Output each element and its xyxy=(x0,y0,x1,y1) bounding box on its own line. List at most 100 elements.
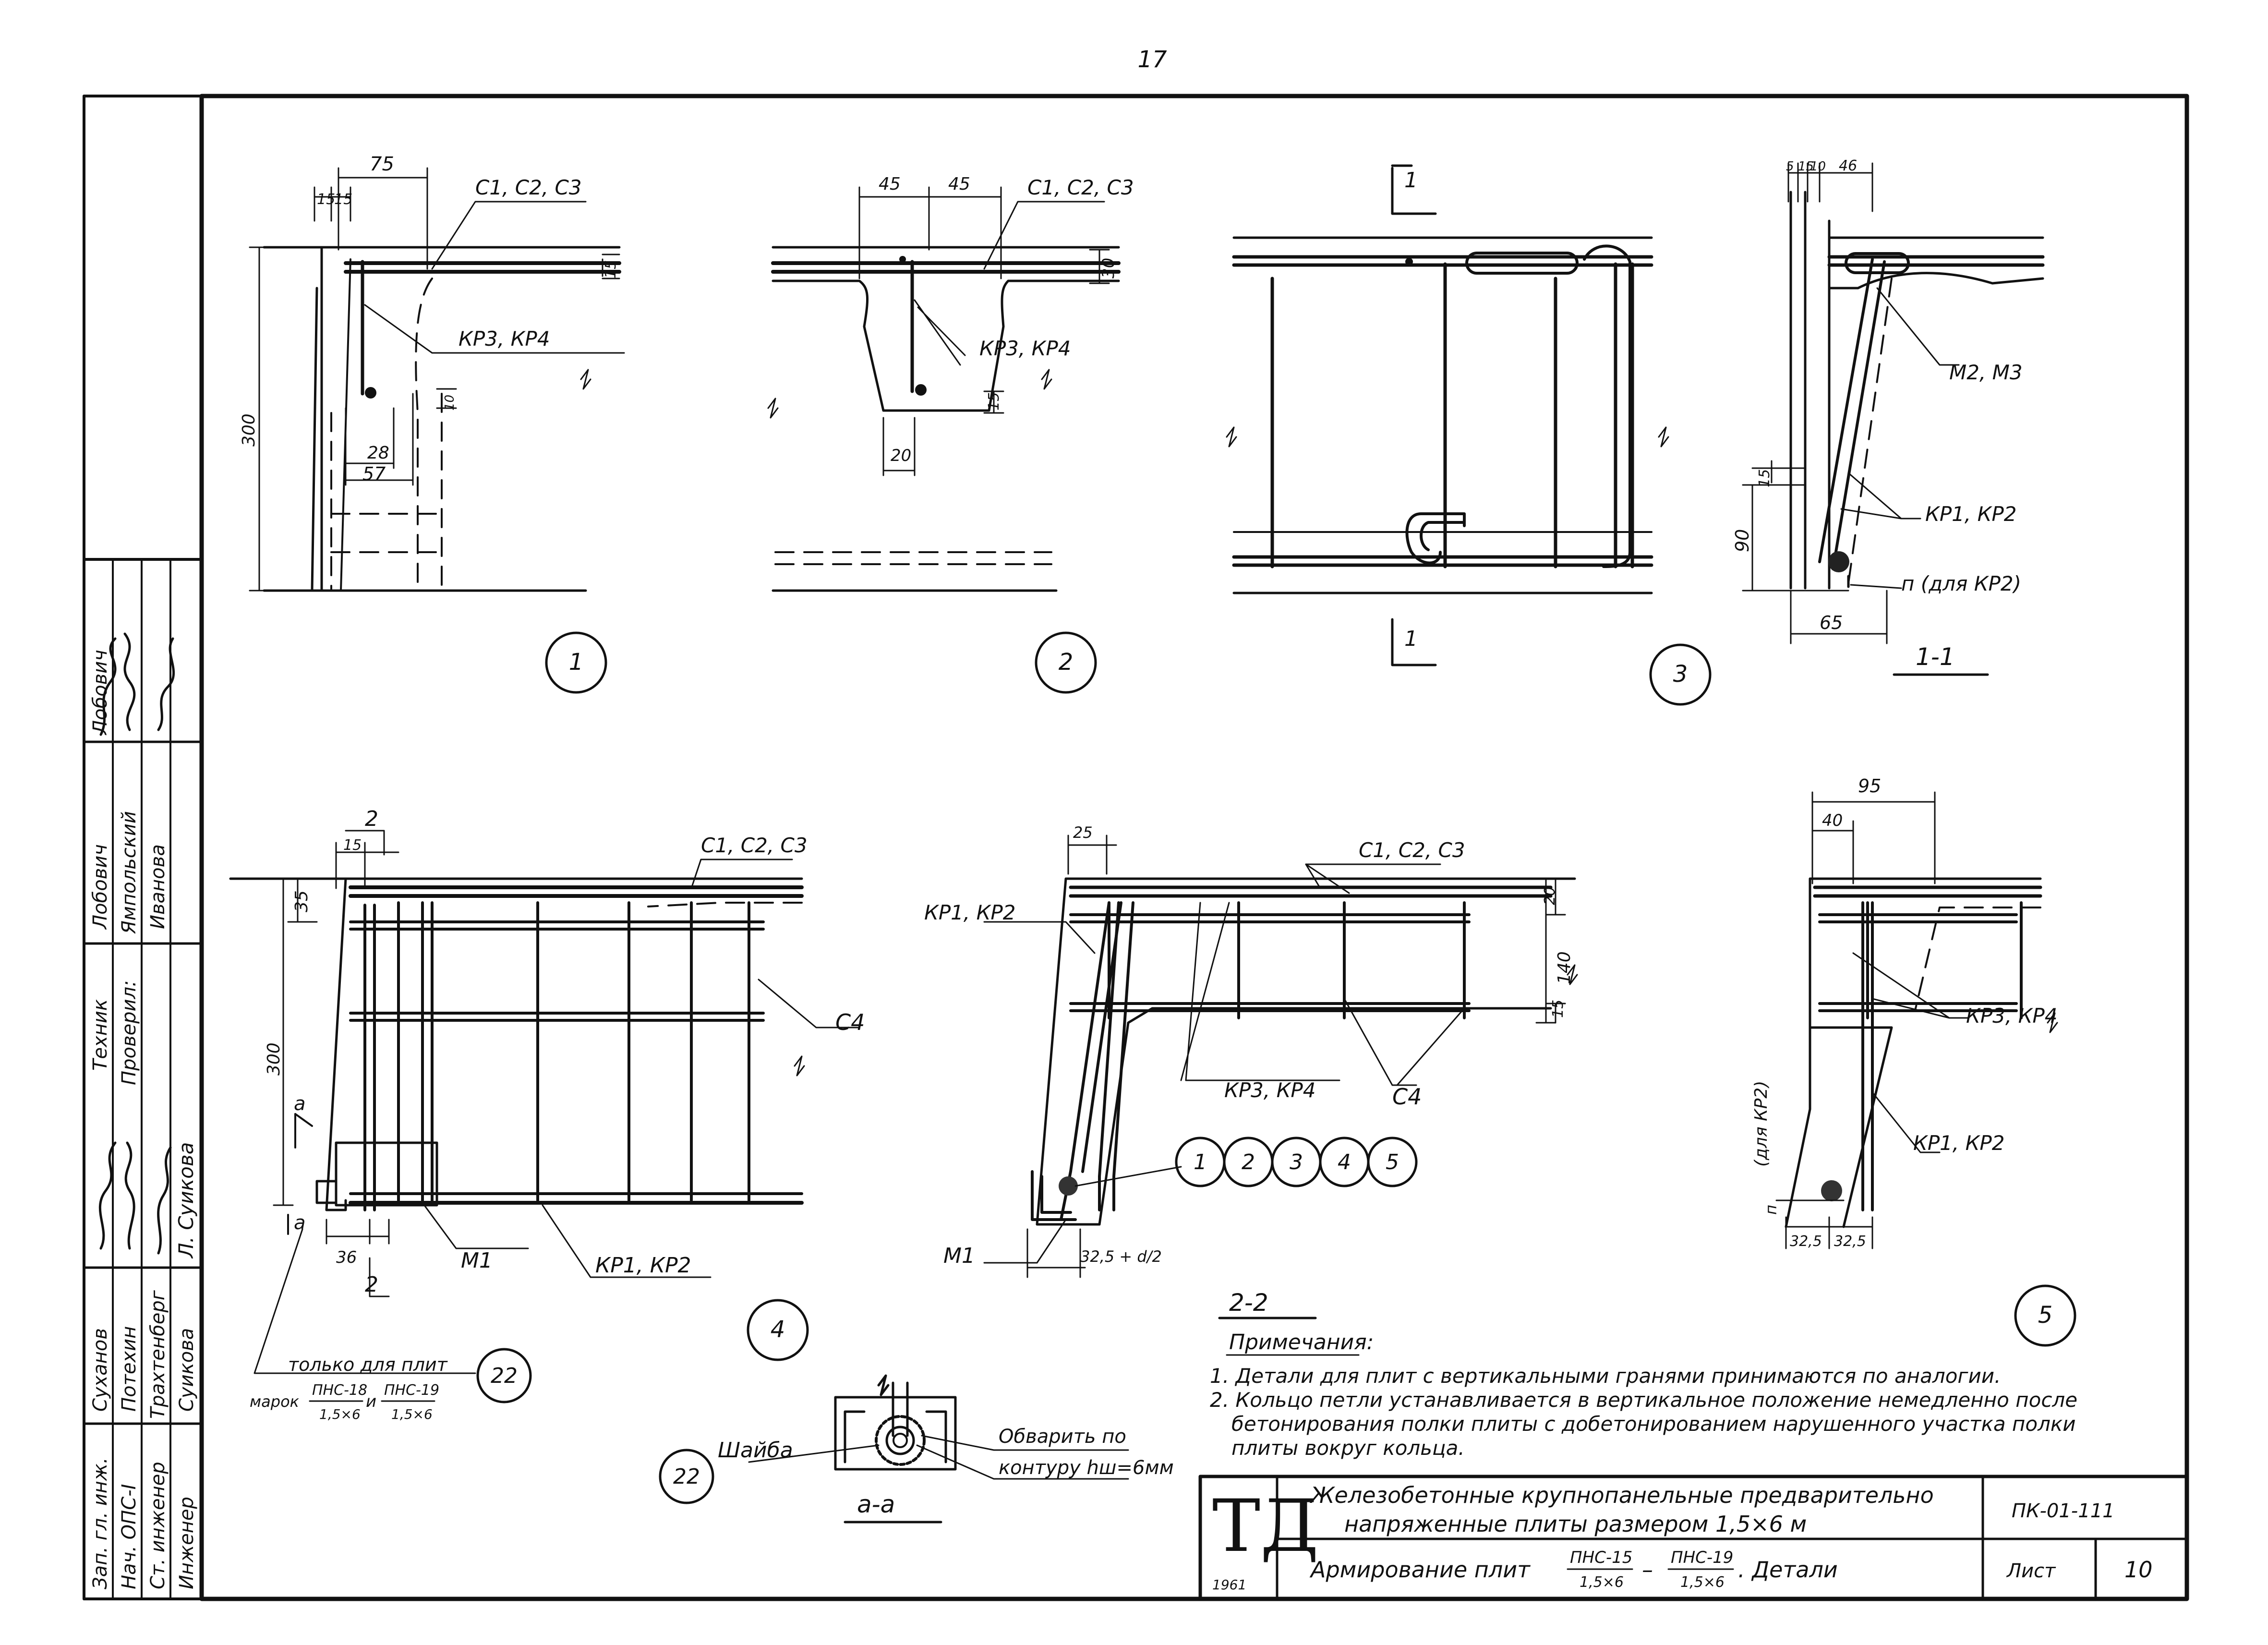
stamp-sign: Л. Суикова xyxy=(174,1142,198,1259)
dim-325b: 32,5 xyxy=(1834,1233,1866,1250)
stamp-role: Нач. ОПС-I xyxy=(118,1484,140,1589)
dim-5: 5 xyxy=(1786,159,1794,174)
stamp-role: Зап. гл. инж. xyxy=(89,1457,111,1589)
callout-circle xyxy=(659,1449,714,1504)
section-title: 1-1 xyxy=(1916,643,1955,671)
stamp-row-4: Инженер Суикова Л. Суикова xyxy=(174,1142,198,1589)
section-mark-top: 1 xyxy=(1404,168,1418,193)
note-2: 2. Кольцо петли устанавливается в вертик… xyxy=(1210,1388,2077,1412)
dim-46: 46 xyxy=(1839,157,1857,174)
stamp-name: Ямпольский xyxy=(118,811,140,934)
dim-65: 65 xyxy=(1820,612,1843,633)
detail-number: 3 xyxy=(1673,661,1688,688)
dim-25: 25 xyxy=(1073,823,1093,842)
dim-15a: 15 xyxy=(317,191,335,208)
notes-block: Примечания: 1. Детали для плит с вертика… xyxy=(1210,1330,2077,1460)
label-c4: С4 xyxy=(1392,1084,1422,1110)
stamp-role: Техник xyxy=(89,999,111,1071)
note-2-cont-a: бетонирования полки плиты с добетонирова… xyxy=(1231,1412,2076,1436)
dim-90: 90 xyxy=(1732,529,1753,552)
callout-2: 2 xyxy=(1242,1150,1255,1174)
label-kr1kr2: КР1, КР2 xyxy=(924,901,1015,924)
label-kr3kr4: КР3, КР4 xyxy=(458,327,550,351)
only-for-text: только для плит xyxy=(288,1354,448,1375)
dim-40: 40 xyxy=(1822,811,1843,830)
dim-28: 28 xyxy=(367,443,389,463)
detail-1: 75 15 15 15 300 28 57 10 С1, С2, С3 КР3,… xyxy=(239,153,625,694)
subtitle-suffix: . Детали xyxy=(1738,1557,1838,1583)
label-weld: Обварить по xyxy=(999,1426,1126,1448)
sheet-number: 10 xyxy=(2124,1557,2153,1583)
logo: ТД xyxy=(1212,1485,1319,1568)
dim-30: 30 xyxy=(1099,258,1118,278)
label-n-for-kr2: п (для КР2) xyxy=(1901,572,2021,595)
label-c1c2c3: С1, С2, С3 xyxy=(1027,176,1134,199)
label-c4: С4 xyxy=(835,1009,865,1035)
dim-15: 15 xyxy=(1798,159,1814,174)
label-c1c2c3: С1, С2, С3 xyxy=(1359,838,1465,862)
label-for-kr2: (для КР2) xyxy=(1751,1081,1771,1167)
stamp-row-2: Нач. ОПС-I Потехин xyxy=(118,1326,140,1589)
stamp-role: Ст. инженер xyxy=(147,1462,169,1589)
dim-325a: 32,5 xyxy=(1790,1233,1822,1250)
year: 1961 xyxy=(1212,1577,1246,1593)
left-stamp xyxy=(83,558,203,1600)
label-washer: Шайба xyxy=(718,1438,793,1463)
detail-5: 95 40 32,5 32,5 п КР3, КР4 КР1, КР2 (для… xyxy=(1751,775,2076,1347)
dim-45a: 45 xyxy=(879,174,901,194)
section-mark-2-bottom: 2 xyxy=(365,1272,378,1297)
dim-10: 10 xyxy=(1810,159,1826,174)
dim-57: 57 xyxy=(362,463,386,484)
section-mark-2-top: 2 xyxy=(365,807,378,831)
stamp-row-3: Ст. инженер Трахтенберг xyxy=(147,1290,169,1589)
dim-95: 95 xyxy=(1858,775,1881,797)
callout-22: 22 xyxy=(491,1364,518,1388)
callout-circle xyxy=(476,1348,532,1403)
detail-number: 2 xyxy=(1059,649,1074,676)
label-kr1kr2: КР1, КР2 xyxy=(595,1253,691,1278)
dim-20: 20 xyxy=(1542,887,1558,905)
title-line-1: Железобетонные крупнопанельные предварит… xyxy=(1309,1482,1934,1508)
section-2-2: 25 20 140 15 32,5 + d/2 С1, С2, С3 КР1, … xyxy=(924,823,1578,1319)
sheet-frame xyxy=(199,94,2189,1601)
notes-title: Примечания: xyxy=(1229,1330,1374,1355)
label-kr1kr2: КР1, КР2 xyxy=(1913,1131,2004,1155)
sub-frac2-top: ПНС-19 xyxy=(1671,1548,1733,1567)
label-m1: М1 xyxy=(943,1244,975,1268)
detail-3: 1 1 3 xyxy=(1226,164,1712,706)
label-weld-contour: контуру hш=6мм xyxy=(999,1457,1174,1479)
frac1-bot: 1,5×6 xyxy=(319,1406,361,1422)
callout-5: 5 xyxy=(1386,1150,1399,1174)
joiner: и xyxy=(366,1392,376,1411)
dim-n: п xyxy=(1762,1205,1780,1215)
only-for-note: только для плит марок ПНС-18 1,5×6 и ПНС… xyxy=(250,1228,532,1422)
signature-scribble xyxy=(98,632,175,1255)
detail-number: 1 xyxy=(569,649,584,676)
label-kr1kr2: КР1, КР2 xyxy=(1925,502,2016,526)
cut-a-bottom: a xyxy=(294,1212,306,1234)
stamp-sign: Лобович xyxy=(89,650,111,736)
label-kr3kr4: КР3, КР4 xyxy=(1224,1078,1315,1102)
subtitle-prefix: Армирование плит xyxy=(1309,1557,1531,1583)
dim-45b: 45 xyxy=(948,174,970,194)
stamp-name: Суханов xyxy=(89,1328,111,1412)
dim-15-side: 15 xyxy=(1756,469,1773,487)
frac2-top: ПНС-19 xyxy=(384,1382,439,1399)
sub-frac2-bot: 1,5×6 xyxy=(1680,1574,1725,1591)
dim-300: 300 xyxy=(239,413,259,447)
callout-4: 4 xyxy=(1338,1150,1351,1174)
detail-2: 45 45 30 20 15 С1, С2, С3 КР3, КР4 2 xyxy=(767,174,1134,694)
callout-22: 22 xyxy=(673,1464,700,1489)
callout-3: 3 xyxy=(1290,1150,1303,1174)
stamp-row-5: Техник Лобович Лобович xyxy=(89,650,111,1071)
detail-number-circle xyxy=(1035,631,1097,694)
sheet-label: Лист xyxy=(2006,1560,2056,1582)
stamp-row-6: Проверил: Ямпольский xyxy=(118,811,140,1085)
page-number: 17 xyxy=(1137,46,1167,73)
section-title: а-а xyxy=(857,1490,895,1518)
callout-circle-5 xyxy=(1367,1137,1418,1187)
stamp-row-1: Зап. гл. инж. Суханов xyxy=(89,1328,111,1589)
label-kr3kr4: КР3, КР4 xyxy=(979,337,1071,360)
title-line-2: напряженные плиты размером 1,5×6 м xyxy=(1344,1511,1807,1537)
title-block: ТД 1961 Железобетонные крупнопанельные п… xyxy=(1198,1475,2189,1601)
